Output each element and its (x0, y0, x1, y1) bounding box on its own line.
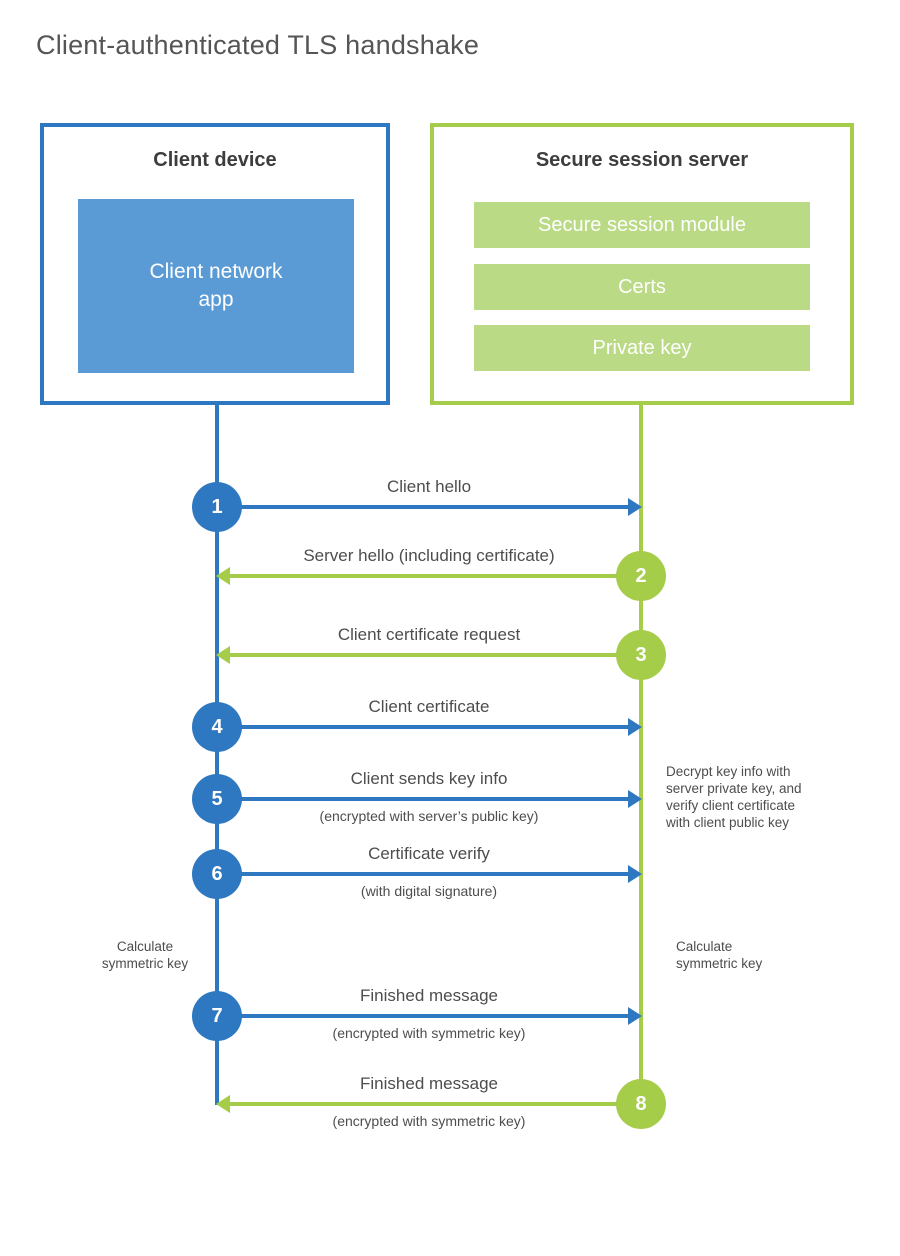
arrowhead-right-icon (628, 498, 642, 516)
note-calculate-symmetric-key-server: Calculate symmetric key (676, 939, 763, 971)
client-device-title: Client device (153, 149, 277, 171)
step-circle: 4 (192, 702, 242, 752)
arrowhead-right-icon (628, 865, 642, 883)
step-circle: 1 (192, 482, 242, 532)
step-arrow (217, 718, 642, 736)
step-circle: 7 (192, 991, 242, 1041)
step-arrow (217, 1007, 642, 1025)
arrowhead-right-icon (628, 790, 642, 808)
step-sublabel: (encrypted with server’s public key) (319, 808, 539, 824)
step-circle: 8 (616, 1079, 666, 1129)
step-arrow (216, 567, 641, 585)
client-lifeline (215, 405, 219, 1105)
client-network-app-box: Client network app (78, 199, 354, 373)
server-lifeline (639, 405, 643, 1105)
server-module-private-key: Private key (474, 325, 810, 371)
step-sublabel: (encrypted with symmetric key) (332, 1113, 526, 1129)
step-arrow (217, 498, 642, 516)
arrowhead-left-icon (216, 1095, 230, 1113)
server-title: Secure session server (535, 149, 749, 171)
step-label: Client sends key info (350, 769, 508, 788)
note-decrypt-key-info: Decrypt key info with server private key… (666, 764, 802, 830)
server-module-certs: Certs (474, 264, 810, 310)
step-circle: 6 (192, 849, 242, 899)
step-arrow (217, 790, 642, 808)
step-label: Client hello (386, 477, 472, 496)
step-arrow (216, 646, 641, 664)
step-sublabel: (encrypted with symmetric key) (332, 1025, 526, 1041)
step-arrow (216, 1095, 641, 1113)
arrowhead-left-icon (216, 646, 230, 664)
arrowhead-left-icon (216, 567, 230, 585)
step-circle: 2 (616, 551, 666, 601)
step-sublabel: (with digital signature) (360, 883, 498, 899)
step-circle: 5 (192, 774, 242, 824)
step-circle: 3 (616, 630, 666, 680)
step-label: Finished message (360, 986, 498, 1005)
step-arrow (217, 865, 642, 883)
step-label: Client certificate (368, 697, 490, 716)
arrowhead-right-icon (628, 718, 642, 736)
step-label: Finished message (360, 1074, 498, 1093)
step-label: Certificate verify (368, 844, 490, 863)
step-label: Client certificate request (337, 625, 521, 644)
arrowhead-right-icon (628, 1007, 642, 1025)
server-module-secure-session: Secure session module (474, 202, 810, 248)
note-calculate-symmetric-key-client: Calculate symmetric key (101, 939, 189, 971)
step-label: Server hello (including certificate) (303, 546, 555, 565)
diagram-title: Client-authenticated TLS handshake (36, 30, 480, 60)
